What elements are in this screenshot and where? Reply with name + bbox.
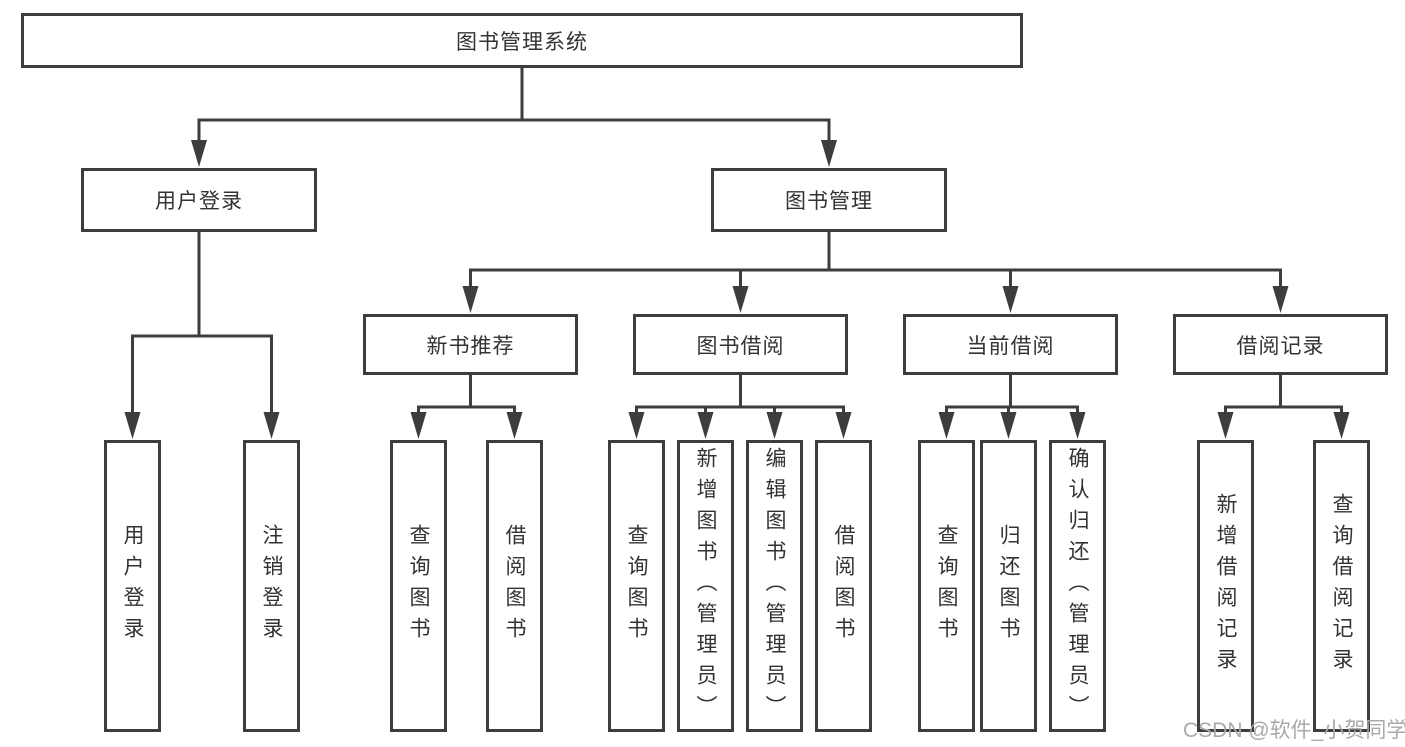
arrowhead-icon	[191, 140, 207, 167]
arrowhead-icon	[628, 412, 645, 439]
node-label: 用户登录	[155, 190, 243, 213]
arrowhead-icon	[1333, 412, 1350, 439]
arrowhead-icon	[1217, 412, 1234, 439]
node-label: 用户登录	[121, 524, 144, 648]
node-leaf-edit-book: 编辑图书（管理员）	[746, 440, 803, 732]
node-label: 查询借阅记录	[1330, 493, 1353, 679]
node-borrow-records: 借阅记录	[1173, 314, 1388, 375]
node-root: 图书管理系统	[21, 13, 1023, 68]
node-leaf-logout: 注销登录	[243, 440, 300, 732]
arrowhead-icon	[462, 286, 479, 313]
node-leaf-borrow-book-2: 借阅图书	[815, 440, 872, 732]
node-leaf-query-borrow-record: 查询借阅记录	[1313, 440, 1370, 732]
node-label: 查询图书	[625, 524, 648, 648]
arrowhead-icon	[1069, 412, 1086, 439]
arrowhead-icon	[124, 412, 141, 439]
node-label: 查询图书	[935, 524, 958, 648]
arrowhead-icon	[1000, 412, 1017, 439]
node-user-login: 用户登录	[81, 168, 317, 232]
node-label: 注销登录	[260, 524, 283, 648]
arrowhead-icon	[410, 412, 427, 439]
watermark-text: CSDN @软件_小贺同学	[1183, 719, 1405, 742]
node-book-borrow: 图书借阅	[633, 314, 848, 375]
node-label: 借阅图书	[503, 524, 526, 648]
node-label: 新增借阅记录	[1214, 493, 1237, 679]
node-label: 新增图书（管理员）	[694, 446, 717, 726]
node-book-mgmt: 图书管理	[711, 168, 947, 232]
node-leaf-user-login: 用户登录	[104, 440, 161, 732]
node-leaf-query-book-2: 查询图书	[608, 440, 665, 732]
arrowhead-icon	[263, 412, 280, 439]
arrowhead-icon	[766, 412, 783, 439]
arrowhead-icon	[938, 412, 955, 439]
node-current-borrow: 当前借阅	[903, 314, 1118, 375]
arrowhead-icon	[1002, 286, 1019, 313]
arrowhead-icon	[732, 286, 749, 313]
arrowhead-icon	[835, 412, 852, 439]
node-label: 图书管理系统	[456, 30, 588, 54]
node-label: 新书推荐	[426, 334, 515, 358]
arrowhead-icon	[821, 140, 837, 167]
node-label: 图书管理	[785, 190, 873, 213]
node-label: 归还图书	[997, 524, 1020, 648]
node-leaf-borrow-book-1: 借阅图书	[486, 440, 543, 732]
arrowhead-icon	[1272, 286, 1289, 313]
arrowhead-icon	[697, 412, 714, 439]
node-leaf-add-borrow-record: 新增借阅记录	[1197, 440, 1254, 732]
node-leaf-query-book-3: 查询图书	[918, 440, 975, 732]
node-label: 编辑图书（管理员）	[763, 446, 786, 726]
node-leaf-return-book: 归还图书	[980, 440, 1037, 732]
node-label: 图书借阅	[696, 334, 785, 358]
node-new-book-rec: 新书推荐	[363, 314, 578, 375]
node-label: 当前借阅	[966, 334, 1055, 358]
node-label: 借阅记录	[1236, 334, 1325, 358]
node-label: 确认归还（管理员）	[1066, 446, 1089, 726]
node-leaf-query-book-1: 查询图书	[390, 440, 447, 732]
node-label: 查询图书	[407, 524, 430, 648]
node-label: 借阅图书	[832, 524, 855, 648]
node-leaf-add-book: 新增图书（管理员）	[677, 440, 734, 732]
node-leaf-confirm-return: 确认归还（管理员）	[1049, 440, 1106, 732]
arrowhead-icon	[506, 412, 523, 439]
